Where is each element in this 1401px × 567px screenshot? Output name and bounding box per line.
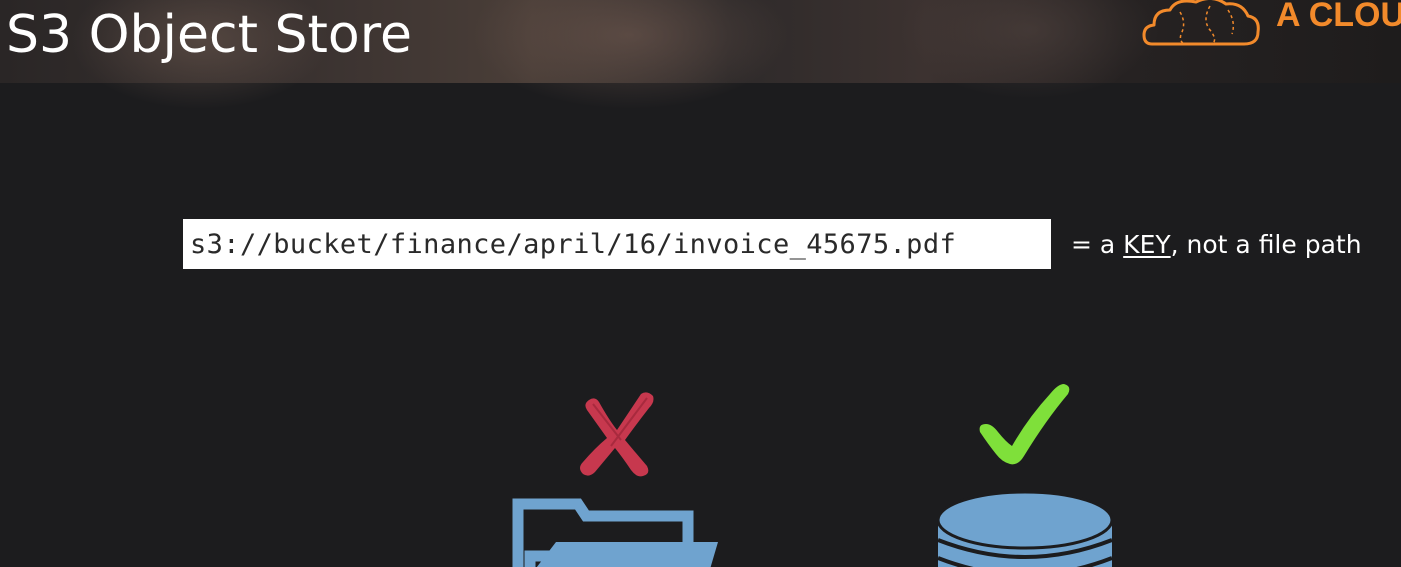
check-icon: [979, 384, 1070, 465]
key-example-box: [183, 219, 1051, 269]
key-example-path: s3://bucket/finance/april/16/invoice_456…: [190, 229, 957, 260]
key-note-emphasis: KEY: [1123, 230, 1171, 259]
key-explanation: = a KEY, not a file path: [1071, 229, 1362, 261]
key-note-suffix: , not a file path: [1170, 230, 1362, 259]
database-icon: [936, 490, 1114, 567]
cross-icon: [580, 392, 654, 477]
key-note-prefix: = a: [1071, 230, 1124, 259]
slide-title: S3 Object Store: [6, 5, 412, 65]
brand-text: A CLOU: [1276, 0, 1401, 34]
cloud-logo-icon: [1142, 0, 1260, 46]
header-background: [0, 0, 1401, 110]
folder-icon: [512, 498, 718, 567]
